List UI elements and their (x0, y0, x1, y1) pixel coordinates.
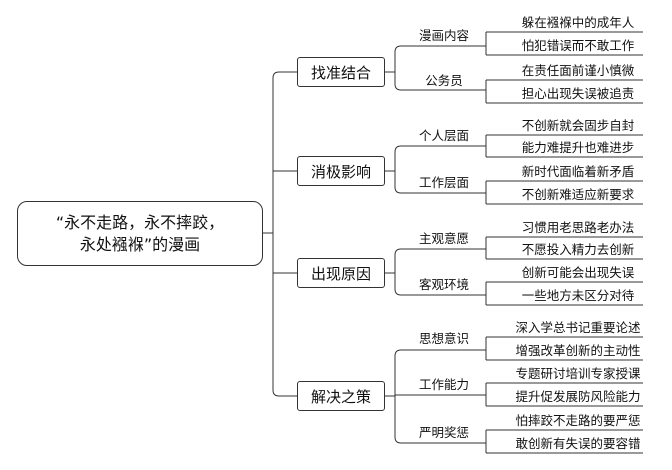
connector-line (272, 71, 297, 233)
sub-topic-subjective: 主观意愿 (418, 231, 469, 246)
connector-line (272, 233, 297, 397)
branch-negative-impact: 消极影响 (297, 156, 385, 186)
connector-line (394, 248, 486, 273)
leaf-item: 不创新难适应新要求 (521, 187, 635, 202)
leaf-item: 习惯用老思路老办法 (521, 220, 635, 235)
branch-solutions: 解决之策 (297, 381, 385, 411)
leaf-item: 怕犯错误而不敢工作 (521, 38, 635, 53)
leaf-item: 躲在襁褓中的成年人 (521, 15, 635, 30)
leaf-item: 一些地方未区分对待 (521, 288, 635, 303)
sub-topic-work-ability: 工作能力 (418, 377, 469, 392)
connector-line (394, 45, 486, 72)
leaf-item: 不愿投入精力去创新 (521, 242, 635, 257)
sub-topic-ideology: 思想意识 (418, 331, 469, 346)
connector-line (394, 349, 486, 396)
leaf-item: 怕摔跤不走路的要严惩 (515, 413, 641, 428)
root-topic: “永不走路，永不摔跤， 永处襁褓”的漫画 (17, 201, 263, 266)
branch-find-combination: 找准结合 (297, 57, 385, 87)
branch-causes: 出现原因 (297, 258, 385, 288)
connector-line (394, 396, 486, 444)
leaf-item: 创新可能会出现失误 (521, 265, 635, 280)
leaf-item: 在责任面前谨小慎微 (521, 63, 635, 78)
root-topic-line-2: 永处襁褓”的漫画 (79, 234, 201, 254)
sub-topic-reward-punish: 严明奖惩 (418, 425, 469, 440)
sub-topic-comic-content: 漫画内容 (418, 28, 469, 43)
leaf-item: 专题研讨培训专家授课 (515, 366, 641, 381)
root-topic-line-1: “永不走路，永不摔跤， (55, 212, 225, 232)
leaf-item: 敢创新有失误的要容错 (515, 436, 641, 451)
connector-line (394, 145, 486, 171)
leaf-item: 不创新就会固步自封 (521, 118, 635, 133)
leaf-item: 担心出现失误被追责 (521, 86, 635, 101)
leaf-item: 增强改革创新的主动性 (515, 343, 641, 358)
sub-topic-personal-level: 个人层面 (418, 128, 469, 143)
leaf-item: 提升促发展防风险能力 (515, 389, 641, 404)
connector-line (394, 171, 486, 194)
connector-line (394, 72, 486, 91)
connector-line (394, 273, 486, 296)
sub-topic-objective: 客观环境 (418, 277, 469, 292)
sub-topic-civil-servant: 公务员 (425, 73, 463, 88)
leaf-item: 新时代面临着新矛盾 (521, 164, 635, 179)
leaf-item: 深入学总书记重要论述 (515, 320, 641, 335)
leaf-item: 能力难提升也难进步 (521, 140, 635, 155)
sub-topic-work-level: 工作层面 (418, 175, 469, 190)
